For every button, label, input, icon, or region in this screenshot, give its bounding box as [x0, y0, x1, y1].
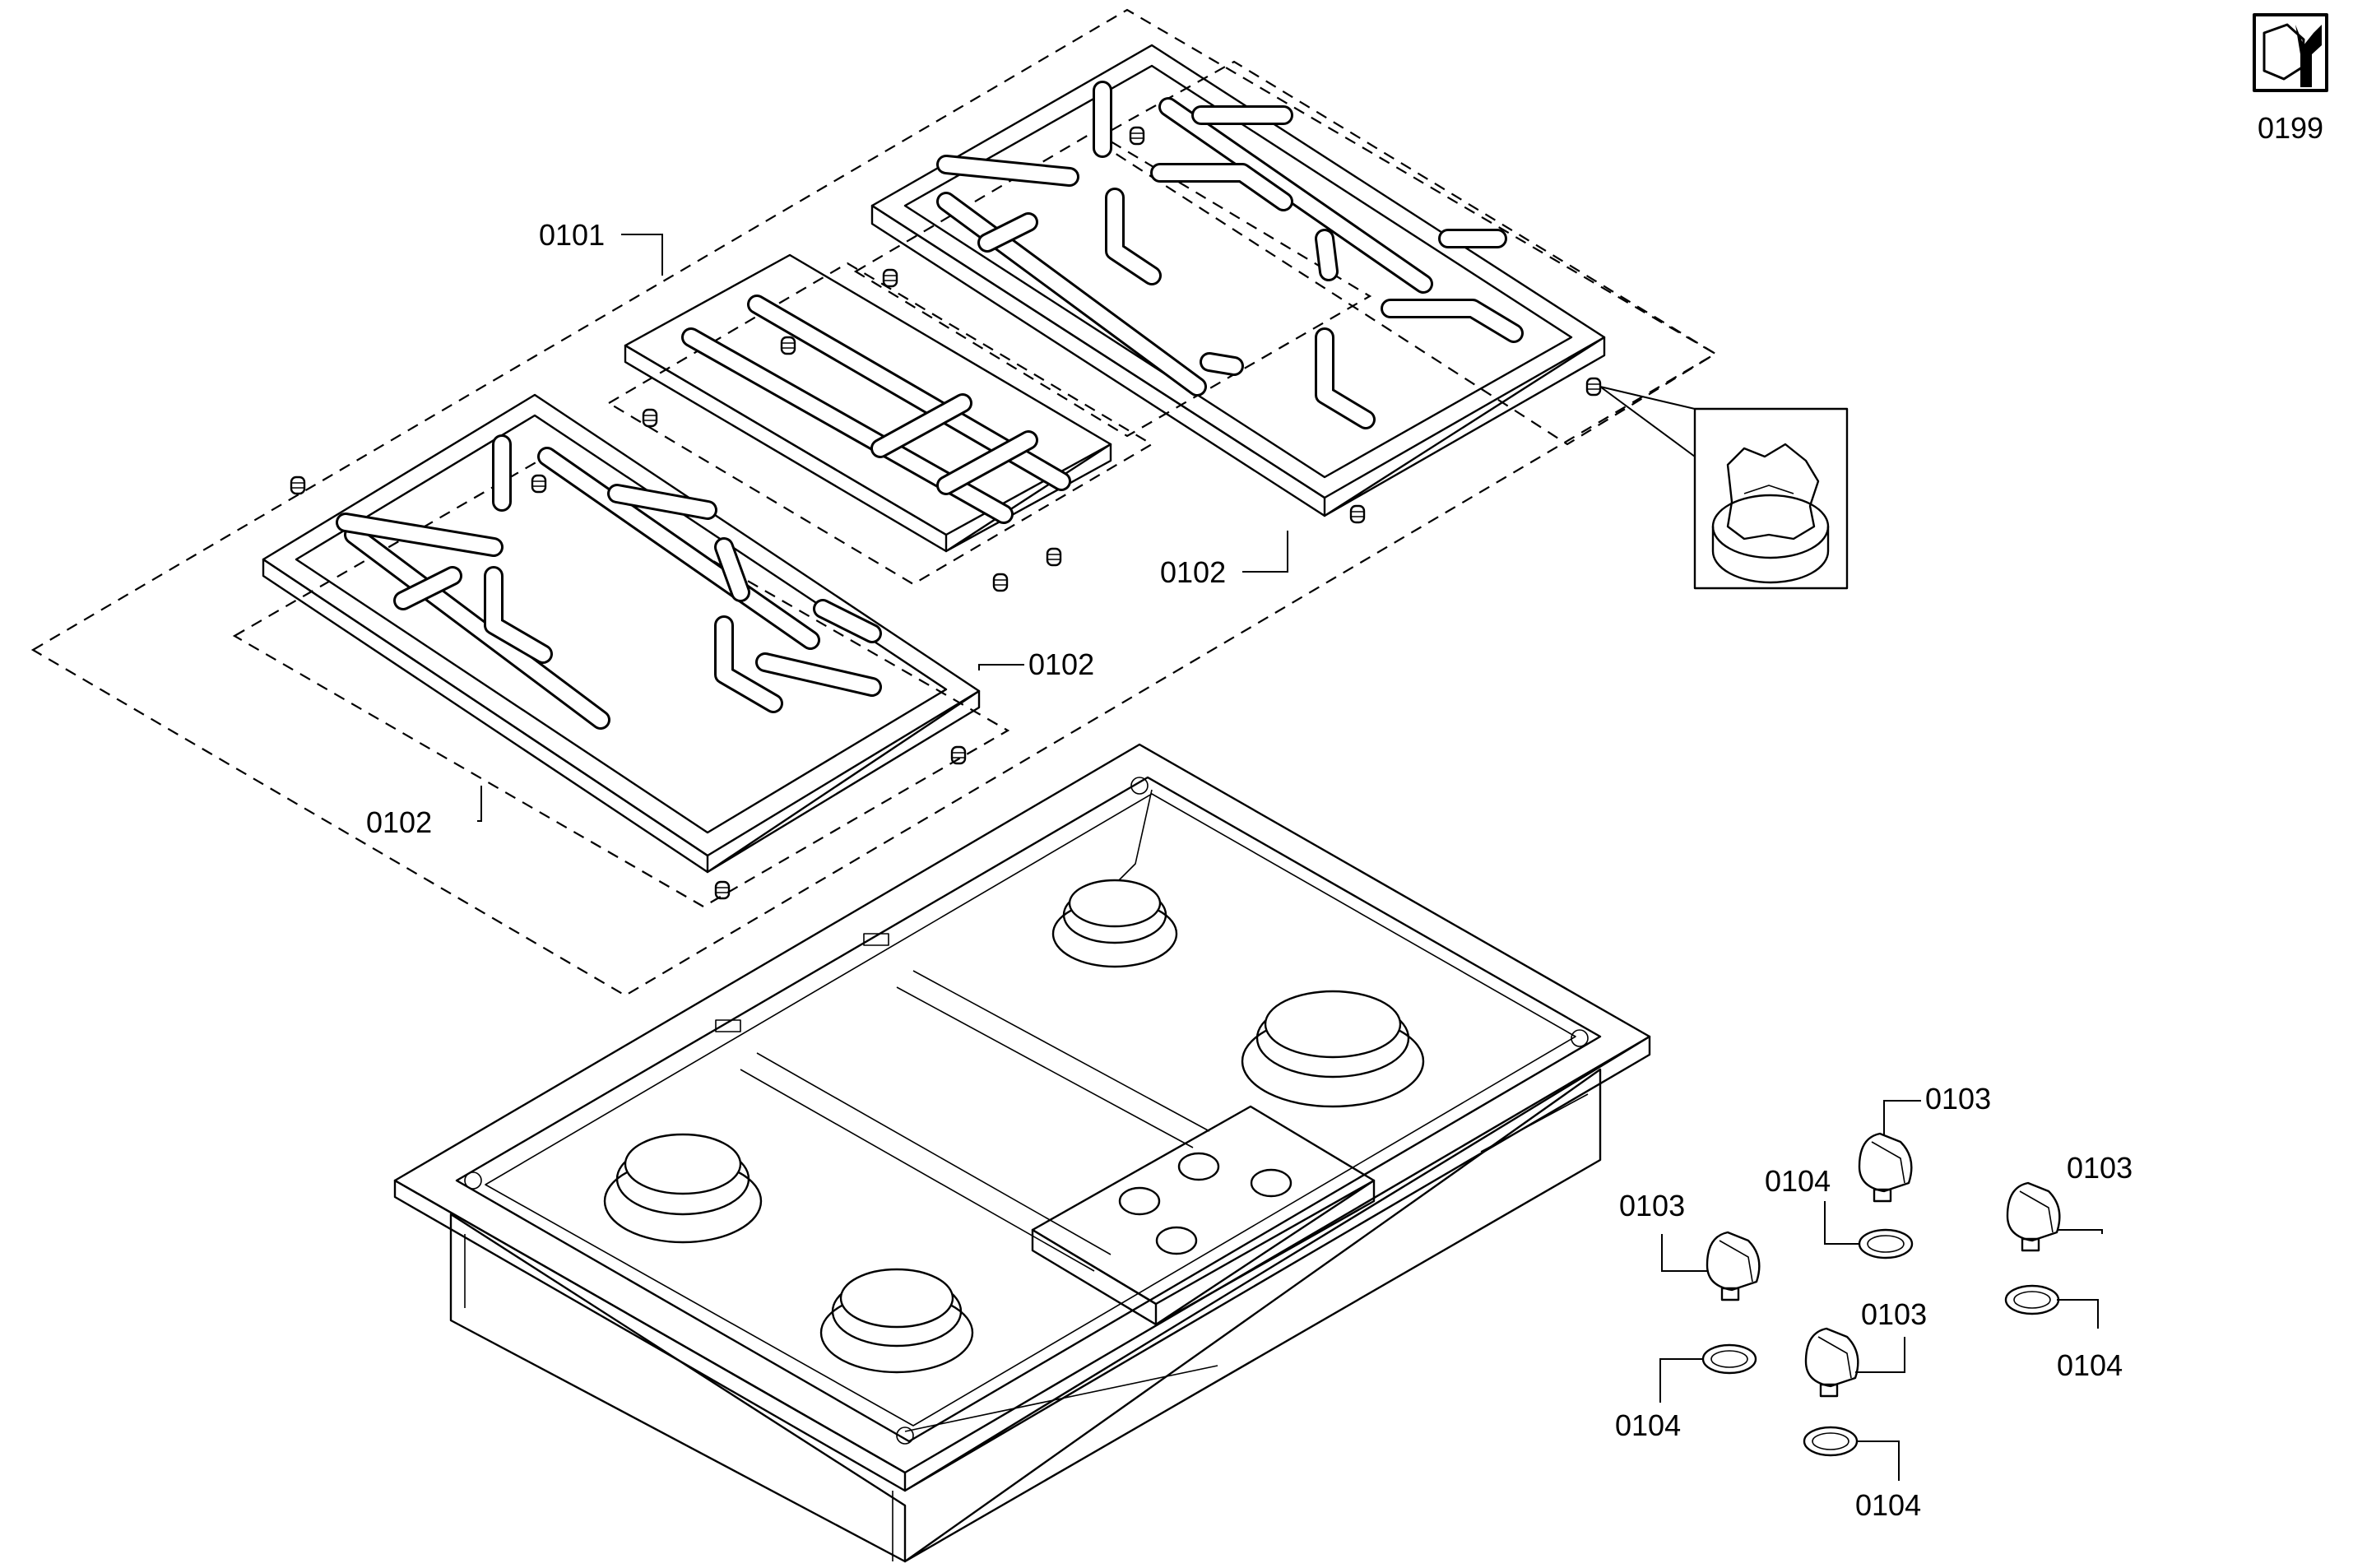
knob-ring-2 [2004, 1284, 2060, 1315]
burner-rear-right [1051, 879, 1178, 968]
label-0103-knob-2: 0103 [2067, 1151, 2133, 1185]
knob-2 [2006, 1181, 2061, 1252]
grate-set-outline [30, 8, 1718, 997]
knob-1 [1858, 1132, 1913, 1203]
label-0102-right: 0102 [1160, 555, 1226, 589]
left-grate [262, 393, 981, 874]
label-0104-ring-2: 0104 [2057, 1348, 2123, 1382]
knob-4 [1804, 1327, 1859, 1398]
burner-front-right [1241, 990, 1425, 1108]
burner-rear-left [603, 1133, 763, 1244]
label-0102-middle: 0102 [1028, 647, 1094, 681]
right-grate [870, 44, 1606, 517]
middle-grate [624, 253, 1112, 553]
detail-rubber-foot [1599, 386, 1849, 590]
label-0103-knob-4: 0103 [1861, 1297, 1927, 1331]
cooktop [393, 743, 1651, 1563]
knob-ring-4 [1803, 1426, 1859, 1457]
label-0104-ring-1: 0104 [1765, 1164, 1831, 1198]
knob-ring-1 [1858, 1228, 1914, 1260]
knob-3 [1706, 1231, 1761, 1301]
valve-openings [1118, 1152, 1293, 1255]
part-labels: 0101 0102 0102 0102 0103 0103 0103 0103 … [366, 218, 2133, 1522]
burner-front-left [819, 1268, 974, 1374]
label-0102-left: 0102 [366, 805, 432, 839]
wrench-nut-icon [2253, 13, 2328, 92]
label-0101: 0101 [539, 218, 605, 252]
grate-rubber-feet [290, 126, 1602, 900]
label-0104-ring-4: 0104 [1855, 1488, 1921, 1522]
label-0199: 0199 [2258, 111, 2323, 145]
label-0103-knob-1: 0103 [1925, 1082, 1991, 1116]
knob-ring-3 [1701, 1343, 1757, 1375]
label-0104-ring-3: 0104 [1615, 1408, 1681, 1442]
label-0103-knob-3: 0103 [1619, 1189, 1685, 1222]
leader-lines [477, 234, 2103, 1481]
